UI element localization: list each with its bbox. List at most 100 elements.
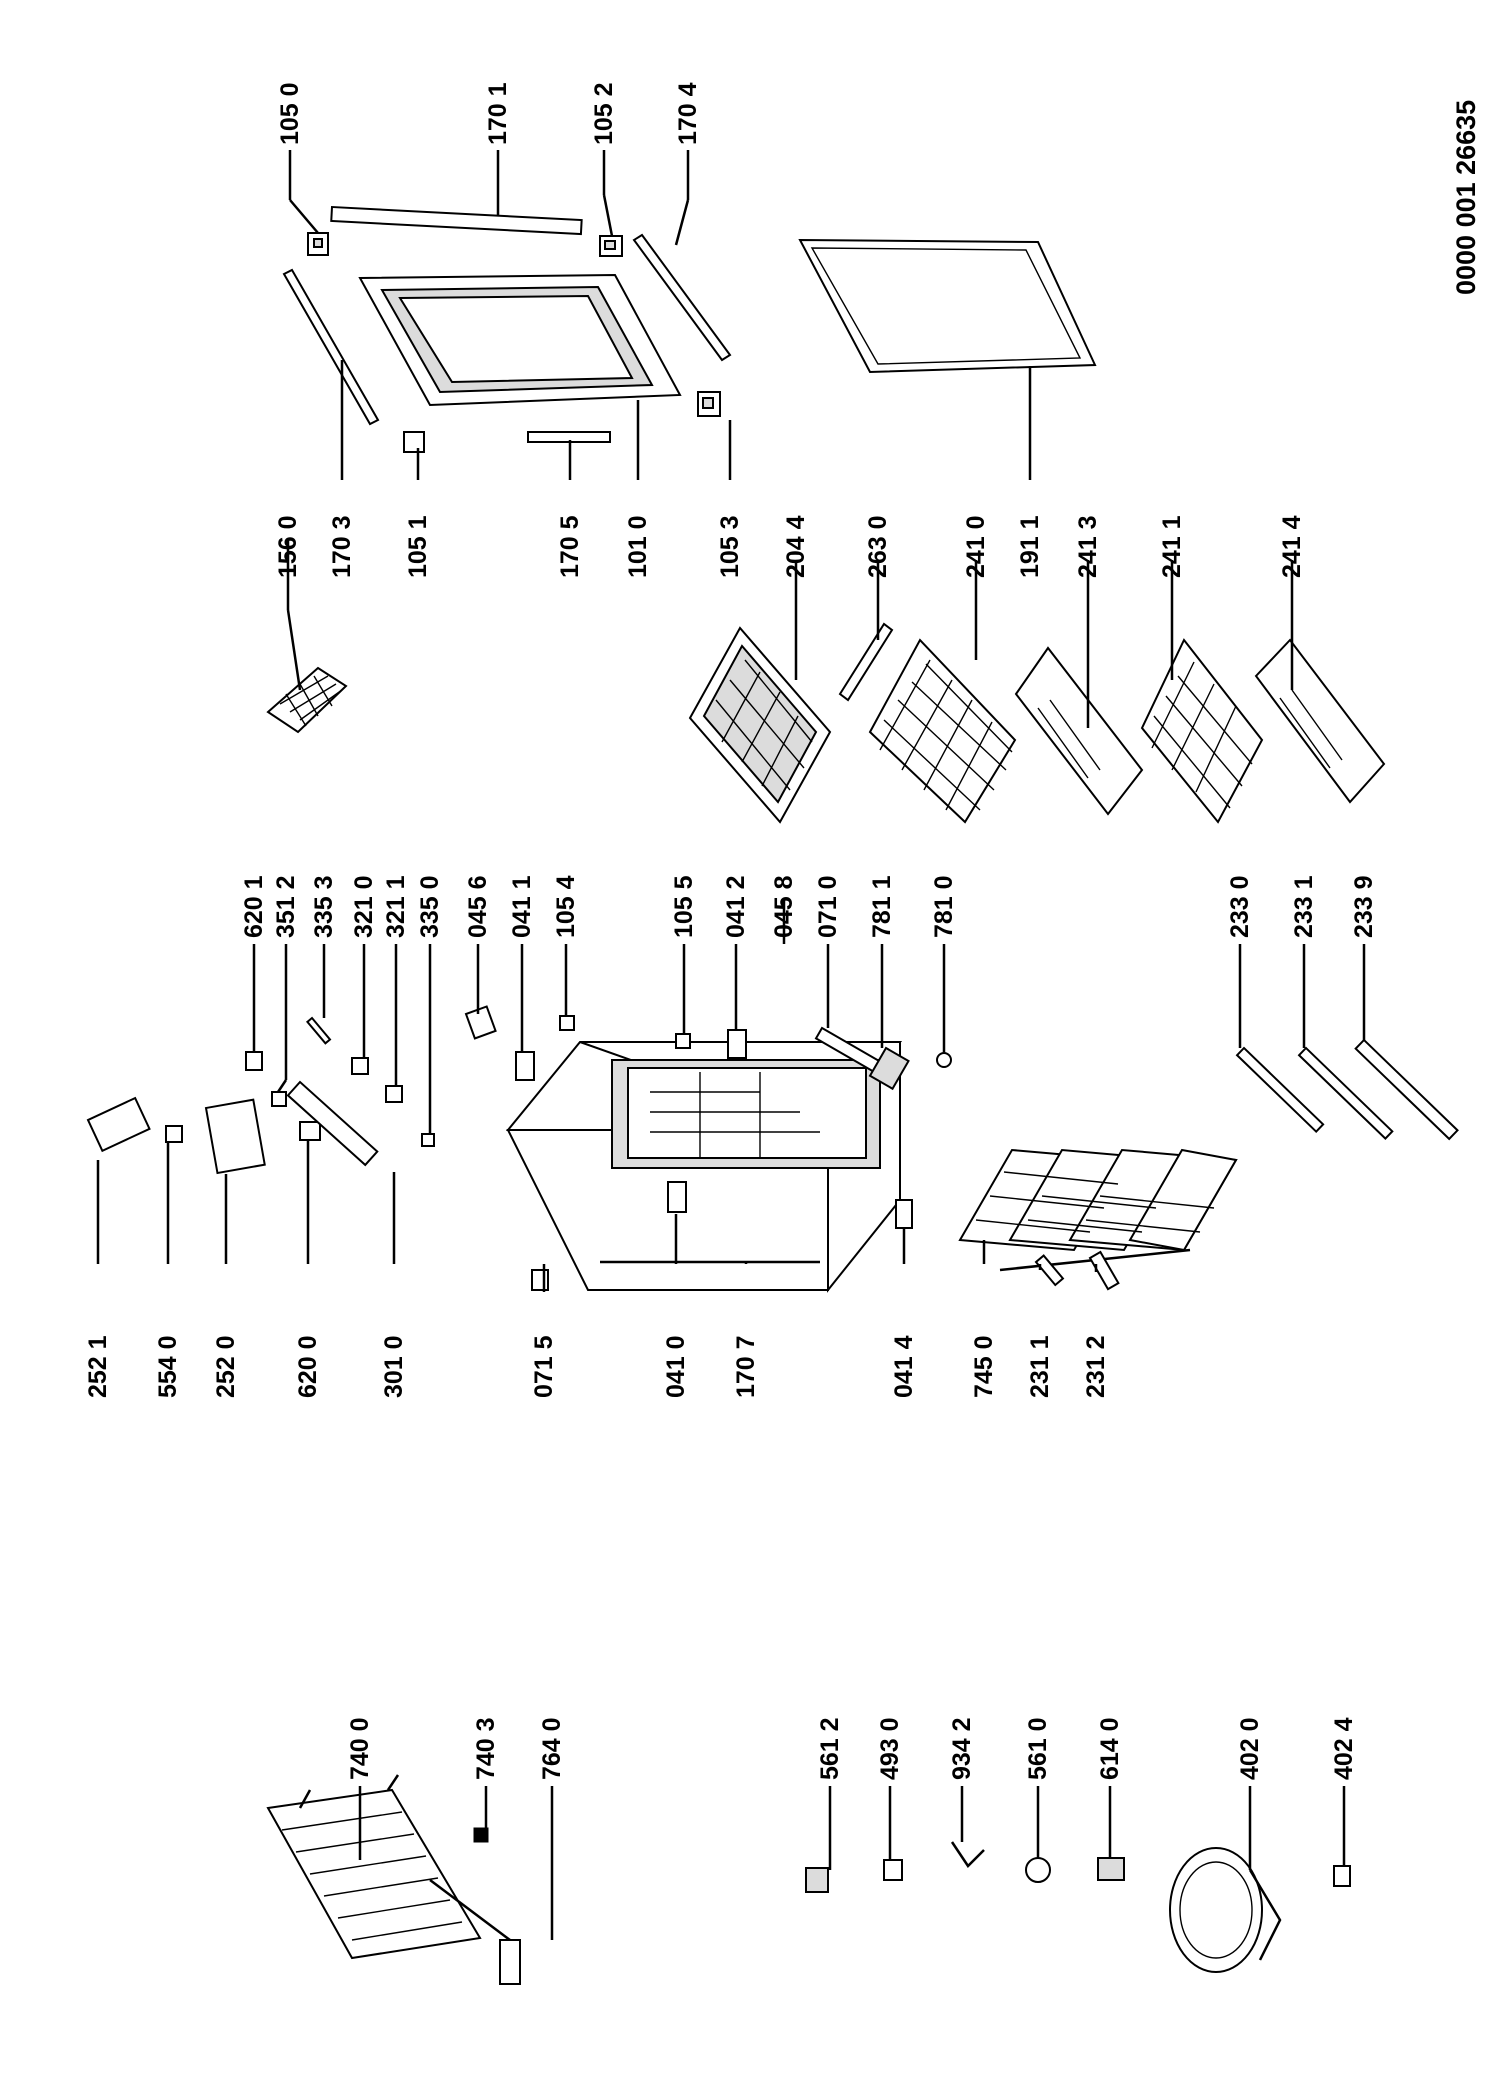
callout-label: 204 4 — [782, 515, 810, 578]
callout-label: 740 0 — [346, 1717, 374, 1780]
part-041-1 — [515, 1051, 535, 1081]
part-335-0 — [421, 1133, 435, 1147]
callout-label: 105 4 — [552, 875, 580, 938]
part-561-2 — [805, 1867, 829, 1893]
part-620-0 — [299, 1121, 321, 1141]
callout-label: 561 2 — [816, 1717, 844, 1780]
part-493-0 — [883, 1859, 903, 1881]
part-321-1 — [385, 1085, 403, 1103]
callout-label: 561 0 — [1024, 1717, 1052, 1780]
callout-label: 934 2 — [948, 1717, 976, 1780]
callout-label: 105 5 — [670, 875, 698, 938]
part-041-0 — [667, 1181, 687, 1213]
callout-label: 764 0 — [538, 1717, 566, 1780]
document-number: 0000 001 26635 — [1451, 100, 1481, 295]
callout-label: 241 0 — [962, 515, 990, 578]
callout-label: 105 2 — [590, 82, 618, 145]
callout-label: 231 2 — [1082, 1335, 1110, 1398]
shelf-trim-part — [838, 622, 894, 702]
callout-label: 233 9 — [1350, 875, 1378, 938]
cabinet-small-parts — [86, 1005, 952, 1291]
basket-front-small-part — [1254, 638, 1386, 804]
callout-label: 252 0 — [212, 1335, 240, 1398]
door-strip-top — [330, 205, 583, 236]
callout-label: 402 4 — [1330, 1717, 1358, 1780]
door-strip-right — [632, 233, 732, 362]
callout-label: 191 1 — [1016, 515, 1044, 578]
callout-label: 241 1 — [1158, 515, 1186, 578]
callout-label: 071 0 — [814, 875, 842, 938]
part-041-2 — [727, 1029, 747, 1059]
callout-label: 105 0 — [276, 82, 304, 145]
part-620-1 — [245, 1051, 263, 1071]
callout-label: 241 4 — [1278, 515, 1306, 578]
part-252-1 — [86, 1096, 151, 1153]
part-781-0 — [936, 1052, 952, 1068]
callout-label: 402 0 — [1236, 1717, 1264, 1780]
callout-label: 335 3 — [310, 875, 338, 938]
basket-large-part — [868, 638, 1017, 824]
part-105-4 — [559, 1015, 575, 1031]
callout-label: 252 1 — [84, 1335, 112, 1398]
callout-label: 620 1 — [240, 875, 268, 938]
rail-233-9 — [1354, 1038, 1459, 1141]
callout-label: 041 2 — [722, 875, 750, 938]
callout-label: 241 3 — [1074, 515, 1102, 578]
callout-label: 321 1 — [382, 875, 410, 938]
callout-label: 231 1 — [1026, 1335, 1054, 1398]
callout-label: 170 1 — [484, 82, 512, 145]
part-740-3 — [473, 1827, 489, 1843]
door-frame-part — [358, 273, 682, 407]
door-assembly — [282, 205, 732, 453]
part-351-2 — [271, 1091, 287, 1107]
part-561-0 — [1025, 1857, 1051, 1883]
part-071-5 — [531, 1269, 549, 1291]
hinge-105-3 — [697, 391, 721, 417]
hinge-105-0 — [307, 232, 329, 256]
callout-label: 041 4 — [890, 1335, 918, 1398]
callout-label: 263 0 — [864, 515, 892, 578]
callout-label: 745 0 — [970, 1335, 998, 1398]
door-strip-left — [282, 268, 380, 426]
callout-labels: 105 0 170 1 105 2 170 4 156 0 170 3 105 … — [84, 82, 1378, 1780]
callout-label: 170 7 — [732, 1335, 760, 1398]
callout-label: 233 0 — [1226, 875, 1254, 938]
callout-label: 351 2 — [272, 875, 300, 938]
callout-label: 170 4 — [674, 82, 702, 145]
part-105-5 — [675, 1033, 691, 1049]
callout-label: 781 0 — [930, 875, 958, 938]
part-402-4 — [1333, 1865, 1351, 1887]
ice-tray-part — [266, 666, 348, 734]
callout-label: 335 0 — [416, 875, 444, 938]
callout-label: 105 3 — [716, 515, 744, 578]
callout-label: 041 0 — [662, 1335, 690, 1398]
callout-label: 301 0 — [380, 1335, 408, 1398]
callout-label: 170 3 — [328, 515, 356, 578]
part-781-1 — [868, 1046, 910, 1091]
part-321-0 — [351, 1057, 369, 1075]
callout-label: 233 1 — [1290, 875, 1318, 938]
part-614-0 — [1097, 1857, 1125, 1881]
callout-label: 156 0 — [274, 515, 302, 578]
callout-label: 554 0 — [154, 1335, 182, 1398]
callout-label: 045 6 — [464, 875, 492, 938]
callout-label: 170 5 — [556, 515, 584, 578]
callout-label: 781 1 — [868, 875, 896, 938]
rail-233-1 — [1297, 1046, 1394, 1140]
glass-shelf-part — [798, 238, 1097, 374]
part-335-3 — [305, 1016, 332, 1045]
cabinet-part — [505, 1041, 903, 1293]
rail-233-0 — [1235, 1046, 1325, 1134]
condenser-part — [266, 1774, 482, 1960]
callout-label: 101 0 — [624, 515, 652, 578]
part-231-1 — [1034, 1254, 1065, 1287]
part-252-0 — [204, 1098, 266, 1175]
dryer-filter-part — [429, 1879, 521, 1985]
callout-label: 740 3 — [472, 1717, 500, 1780]
part-231-2 — [1088, 1250, 1120, 1291]
callout-label: 321 0 — [350, 875, 378, 938]
part-045-6 — [464, 1005, 497, 1040]
part-041-4 — [895, 1199, 913, 1229]
callout-label: 493 0 — [876, 1717, 904, 1780]
